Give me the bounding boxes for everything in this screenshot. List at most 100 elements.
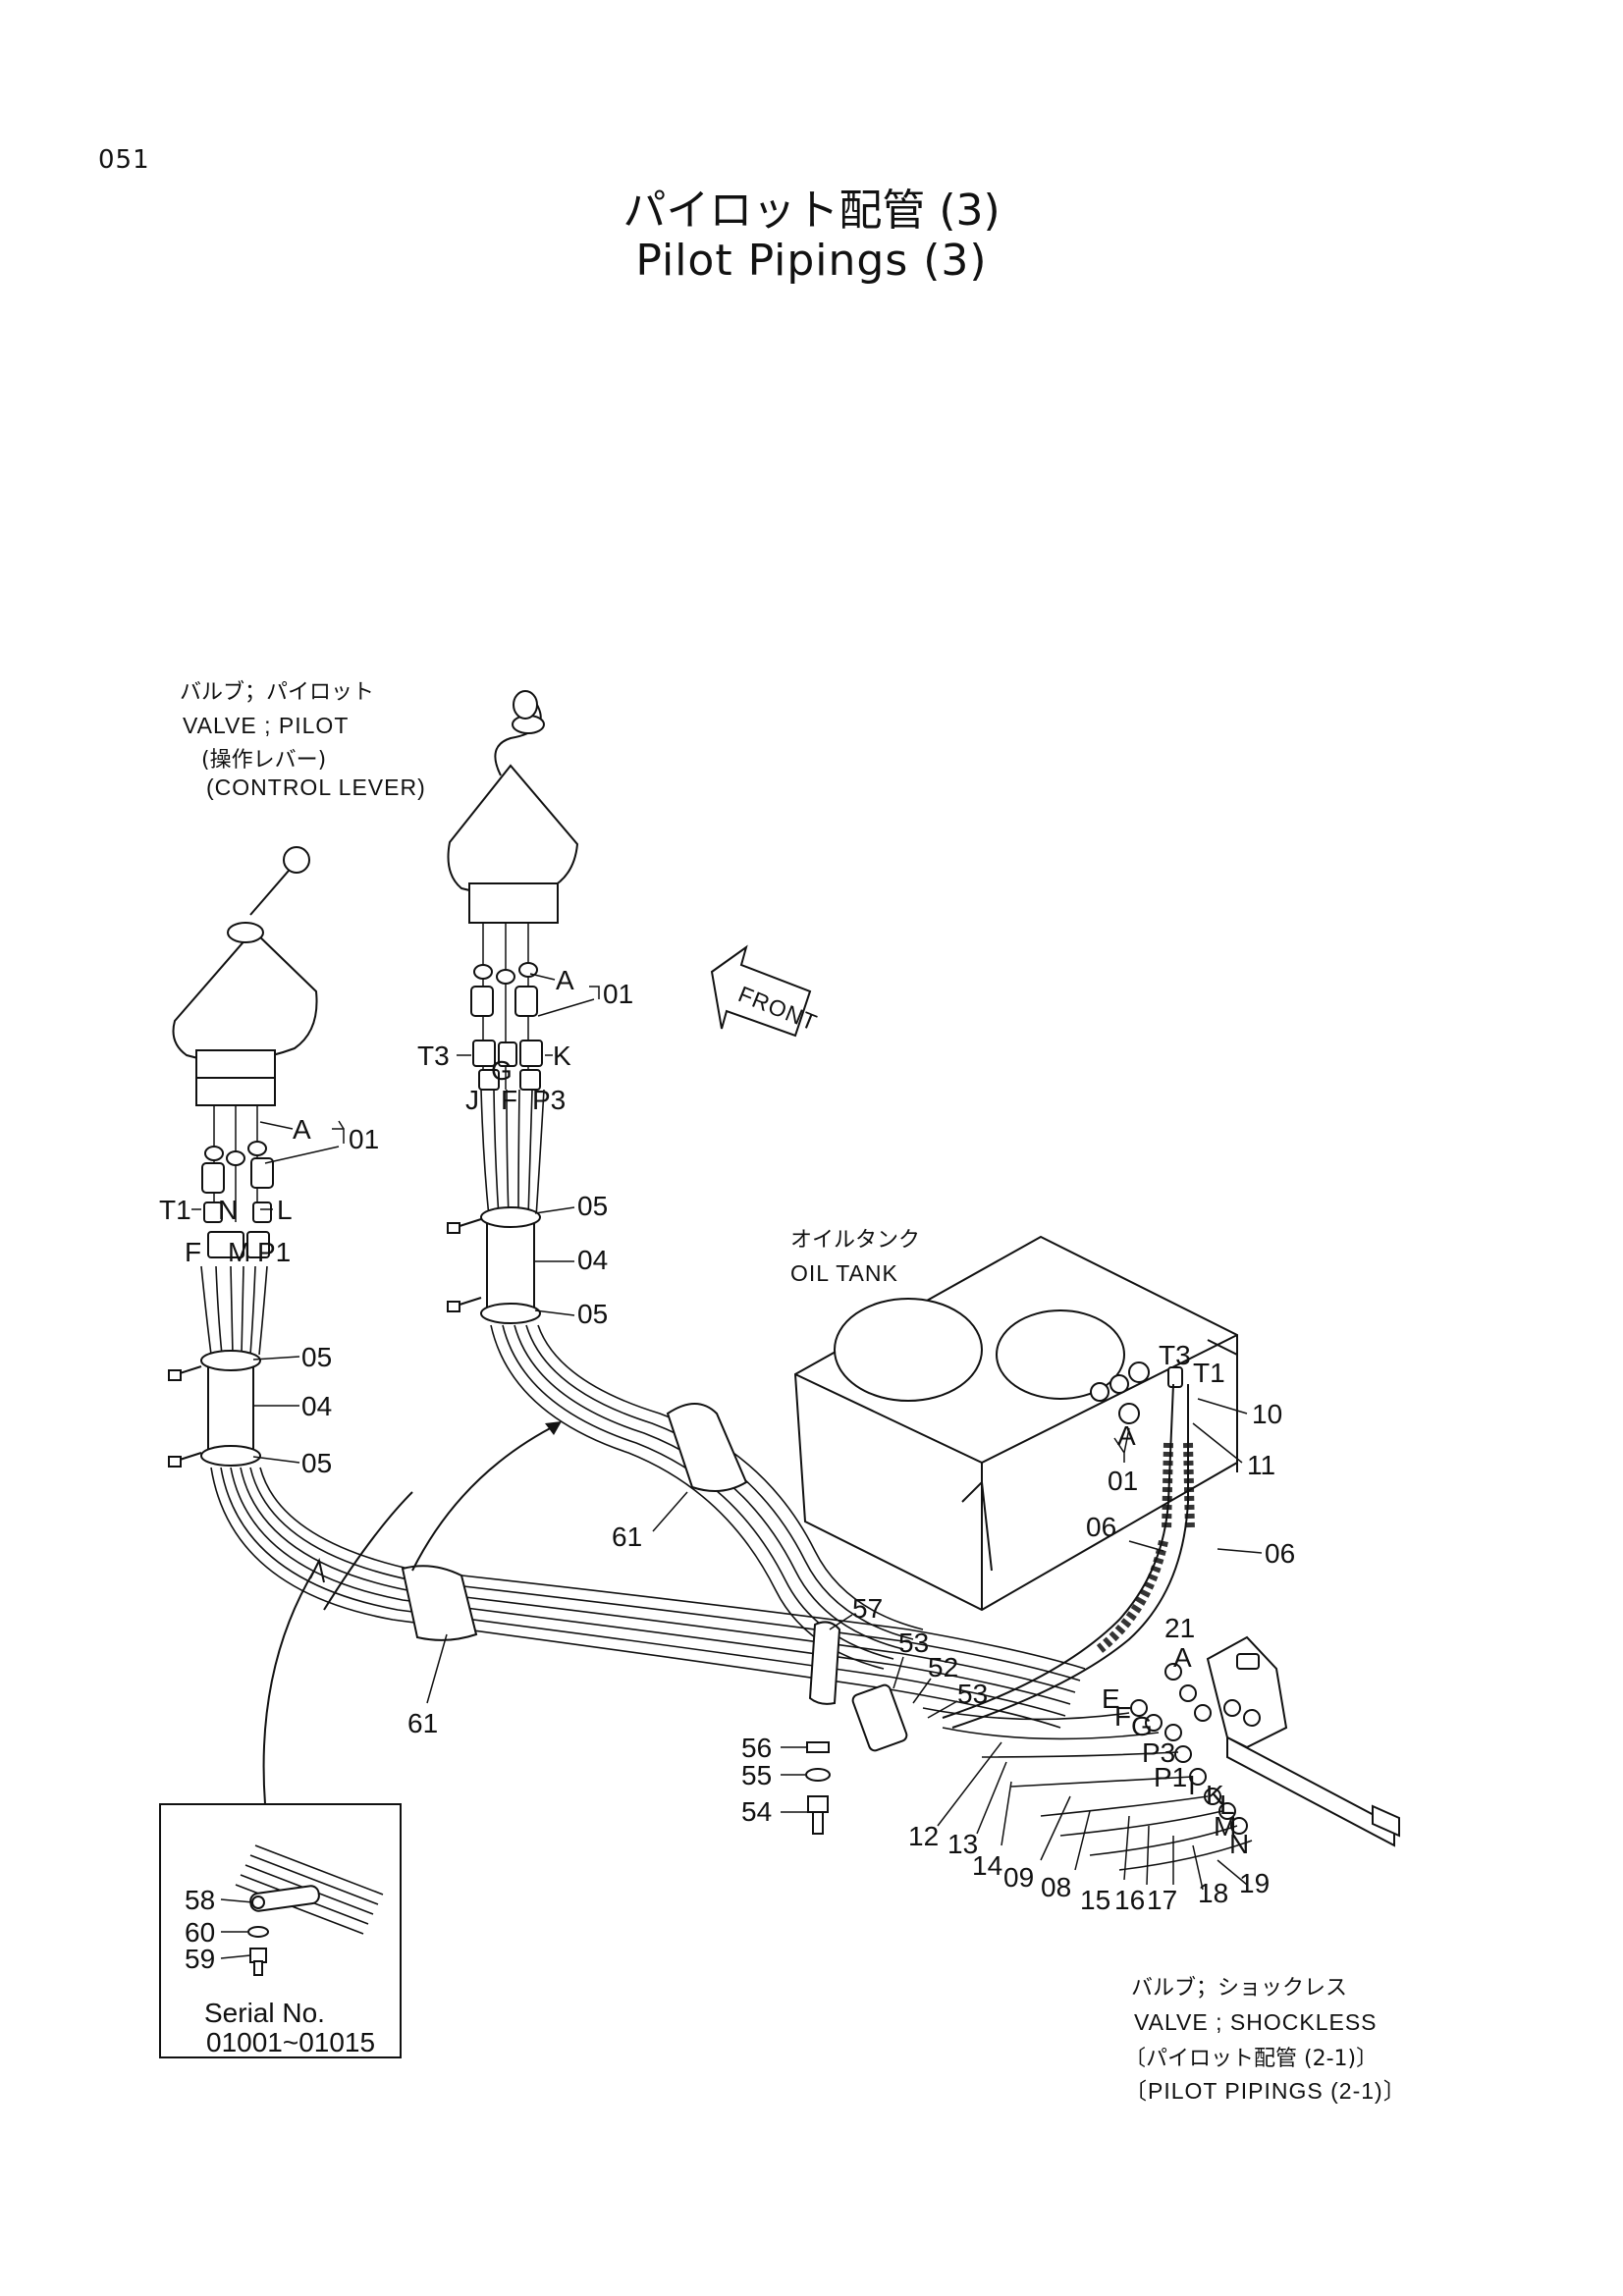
- svg-text:M: M: [1214, 1811, 1236, 1842]
- svg-text:13: 13: [947, 1829, 978, 1859]
- svg-text:〔PILOT PIPINGS (2-1)〕: 〔PILOT PIPINGS (2-1)〕: [1124, 2078, 1407, 2104]
- svg-text:P1: P1: [257, 1237, 291, 1267]
- svg-text:01: 01: [349, 1124, 379, 1154]
- reference-arrows: [262, 1421, 562, 1805]
- svg-text:55: 55: [741, 1760, 772, 1790]
- right-control-lever-valve: [447, 690, 579, 1324]
- page-number: 051: [98, 145, 150, 175]
- svg-text:P1: P1: [1154, 1762, 1187, 1792]
- svg-text:(操作レバー): (操作レバー): [201, 748, 326, 773]
- callouts-left-valve: A 01 T1 N L F M P1 05 04 05: [159, 1114, 379, 1478]
- svg-text:52: 52: [928, 1652, 958, 1682]
- svg-text:58: 58: [185, 1885, 215, 1915]
- callouts-shockless: 21 A E F G P3 P1 I K L M N: [1102, 1613, 1249, 1859]
- svg-text:54: 54: [741, 1796, 772, 1827]
- note-valve-shockless: バルブ；ショックレス VALVE ; SHOCKLESS 〔パイロット配管 (2…: [1124, 1976, 1407, 2104]
- callouts-tank: T3 T1 10 11 A 01 06 06: [1086, 1340, 1295, 1569]
- svg-text:59: 59: [185, 1944, 215, 1974]
- svg-text:09: 09: [1003, 1862, 1034, 1893]
- front-arrow: FRONT: [710, 944, 821, 1038]
- svg-text:14: 14: [972, 1850, 1002, 1881]
- callouts-hoses: 12 13 14 09 08 15 16 17 18 19: [908, 1741, 1270, 1915]
- svg-text:61: 61: [612, 1522, 642, 1552]
- svg-text:P3: P3: [1142, 1737, 1175, 1768]
- page-title-en: Pilot Pipings (3): [635, 236, 988, 286]
- svg-text:15: 15: [1080, 1885, 1110, 1915]
- svg-text:04: 04: [301, 1391, 332, 1421]
- svg-text:オイルタンク: オイルタンク: [790, 1228, 920, 1253]
- svg-text:F: F: [185, 1237, 201, 1267]
- svg-text:Serial No.: Serial No.: [204, 1998, 325, 2028]
- svg-text:F: F: [501, 1085, 517, 1115]
- svg-text:A: A: [1117, 1420, 1136, 1451]
- svg-text:M: M: [228, 1237, 250, 1267]
- svg-text:A: A: [293, 1114, 311, 1145]
- svg-text:バルブ；ショックレス: バルブ；ショックレス: [1131, 1976, 1347, 2001]
- svg-text:N: N: [218, 1195, 238, 1225]
- svg-text:L: L: [277, 1195, 293, 1225]
- svg-text:N: N: [1229, 1829, 1249, 1859]
- clamp-53: [851, 1683, 908, 1752]
- spiral-guards-06: [1096, 1442, 1195, 1653]
- svg-text:E: E: [1102, 1683, 1120, 1714]
- callouts-harness: 61 61 57 53 52 53 56 55 54: [407, 1491, 988, 1827]
- svg-text:17: 17: [1147, 1885, 1177, 1915]
- svg-text:バルブ；パイロット: バルブ；パイロット: [180, 680, 374, 705]
- harness-band-61-upper: [666, 1403, 748, 1492]
- clamp-57: [808, 1621, 841, 1705]
- svg-text:11: 11: [1247, 1450, 1275, 1480]
- left-control-lever-valve: [168, 846, 318, 1468]
- page-title-jp: パイロット配管 (3): [622, 186, 1001, 236]
- svg-text:04: 04: [577, 1245, 608, 1275]
- svg-text:57: 57: [852, 1593, 883, 1624]
- note-valve-pilot: バルブ；パイロット VALVE ; PILOT (操作レバー) (CONTROL…: [180, 680, 426, 800]
- svg-text:VALVE ; PILOT: VALVE ; PILOT: [183, 713, 349, 738]
- svg-text:01: 01: [603, 979, 633, 1009]
- svg-text:G: G: [1131, 1711, 1153, 1741]
- svg-text:16: 16: [1114, 1885, 1145, 1915]
- svg-text:05: 05: [301, 1448, 332, 1478]
- svg-text:05: 05: [577, 1191, 608, 1221]
- svg-text:J: J: [465, 1085, 479, 1115]
- svg-text:06: 06: [1086, 1512, 1116, 1542]
- svg-text:P3: P3: [532, 1085, 566, 1115]
- svg-text:60: 60: [185, 1917, 215, 1948]
- svg-text:05: 05: [301, 1342, 332, 1372]
- svg-text:I: I: [1188, 1770, 1196, 1800]
- pilot-hoses-to-shockless: [922, 1707, 1253, 1871]
- svg-text:A: A: [1173, 1642, 1192, 1673]
- svg-text:53: 53: [898, 1628, 929, 1658]
- svg-text:T1: T1: [159, 1195, 191, 1225]
- svg-text:01: 01: [1108, 1466, 1138, 1496]
- svg-text:K: K: [553, 1041, 571, 1071]
- svg-text:53: 53: [957, 1679, 988, 1709]
- svg-text:T1: T1: [1193, 1358, 1225, 1388]
- svg-text:21: 21: [1164, 1613, 1195, 1643]
- svg-text:〔パイロット配管 (2-1)〕: 〔パイロット配管 (2-1)〕: [1124, 2047, 1378, 2071]
- shockless-fittings: [1130, 1663, 1248, 1835]
- svg-text:08: 08: [1041, 1872, 1071, 1902]
- svg-text:F: F: [1114, 1701, 1131, 1732]
- svg-text:12: 12: [908, 1821, 939, 1851]
- svg-text:18: 18: [1198, 1878, 1228, 1908]
- svg-text:A: A: [556, 965, 574, 995]
- bolt-stack-54-56: [805, 1741, 831, 1835]
- serial-inset: [159, 1803, 402, 2058]
- callouts-inset: 58 60 59: [185, 1885, 254, 1974]
- svg-text:10: 10: [1252, 1399, 1282, 1429]
- svg-text:L: L: [1219, 1789, 1235, 1820]
- oil-tank: [793, 1235, 1238, 1612]
- tank-fittings: [942, 1362, 1189, 1729]
- shockless-valve: [1206, 1635, 1400, 1847]
- svg-text:19: 19: [1239, 1868, 1270, 1898]
- svg-text:OIL TANK: OIL TANK: [790, 1260, 898, 1286]
- svg-text:01001~01015: 01001~01015: [206, 2027, 375, 2057]
- svg-text:VALVE ; SHOCKLESS: VALVE ; SHOCKLESS: [1134, 2009, 1378, 2035]
- svg-text:06: 06: [1265, 1538, 1295, 1569]
- svg-text:T3: T3: [1159, 1340, 1191, 1370]
- svg-text:G: G: [491, 1055, 513, 1086]
- svg-text:61: 61: [407, 1708, 438, 1738]
- svg-text:05: 05: [577, 1299, 608, 1329]
- svg-text:(CONTROL LEVER): (CONTROL LEVER): [206, 774, 426, 800]
